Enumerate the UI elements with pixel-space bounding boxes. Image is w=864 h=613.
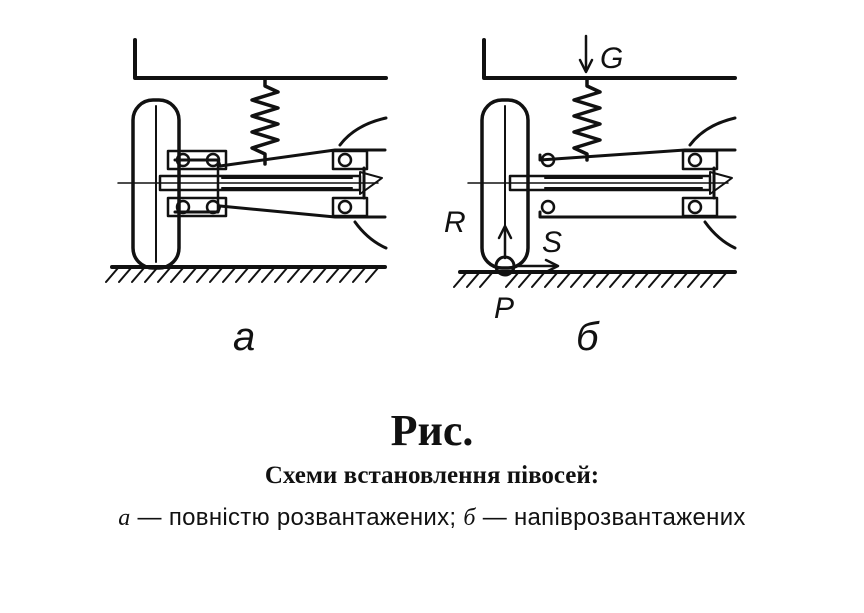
force-label-p: P: [494, 292, 514, 325]
frame-b: [482, 38, 737, 80]
force-label-r: R: [444, 206, 466, 239]
bearings-a: [166, 149, 369, 218]
wheel-b: [480, 98, 530, 270]
panel-a-diagram: [105, 38, 388, 283]
legend-text-a: — повністю розвантажених;: [130, 504, 464, 531]
caption-title: Рис.: [390, 406, 474, 455]
panel-a-label: а: [233, 315, 255, 359]
force-label-s: S: [542, 226, 562, 259]
caption-subtitle: Схеми встановлення півосей:: [264, 462, 600, 489]
panel-b-label: б: [576, 315, 600, 359]
bearings-b: [540, 149, 719, 218]
force-label-g: G: [600, 42, 623, 75]
spring-a: [250, 76, 280, 166]
legend-key-b: б: [463, 505, 476, 531]
legend-text-b: — напівроз­вантажених: [475, 504, 746, 531]
legend-key-a: а: [118, 505, 131, 531]
caption-legend: а — повністю розвантажених; б — напівроз…: [0, 504, 864, 532]
panel-b-diagram: [453, 34, 737, 288]
spring-b: [572, 76, 602, 162]
frame-a: [133, 38, 388, 80]
